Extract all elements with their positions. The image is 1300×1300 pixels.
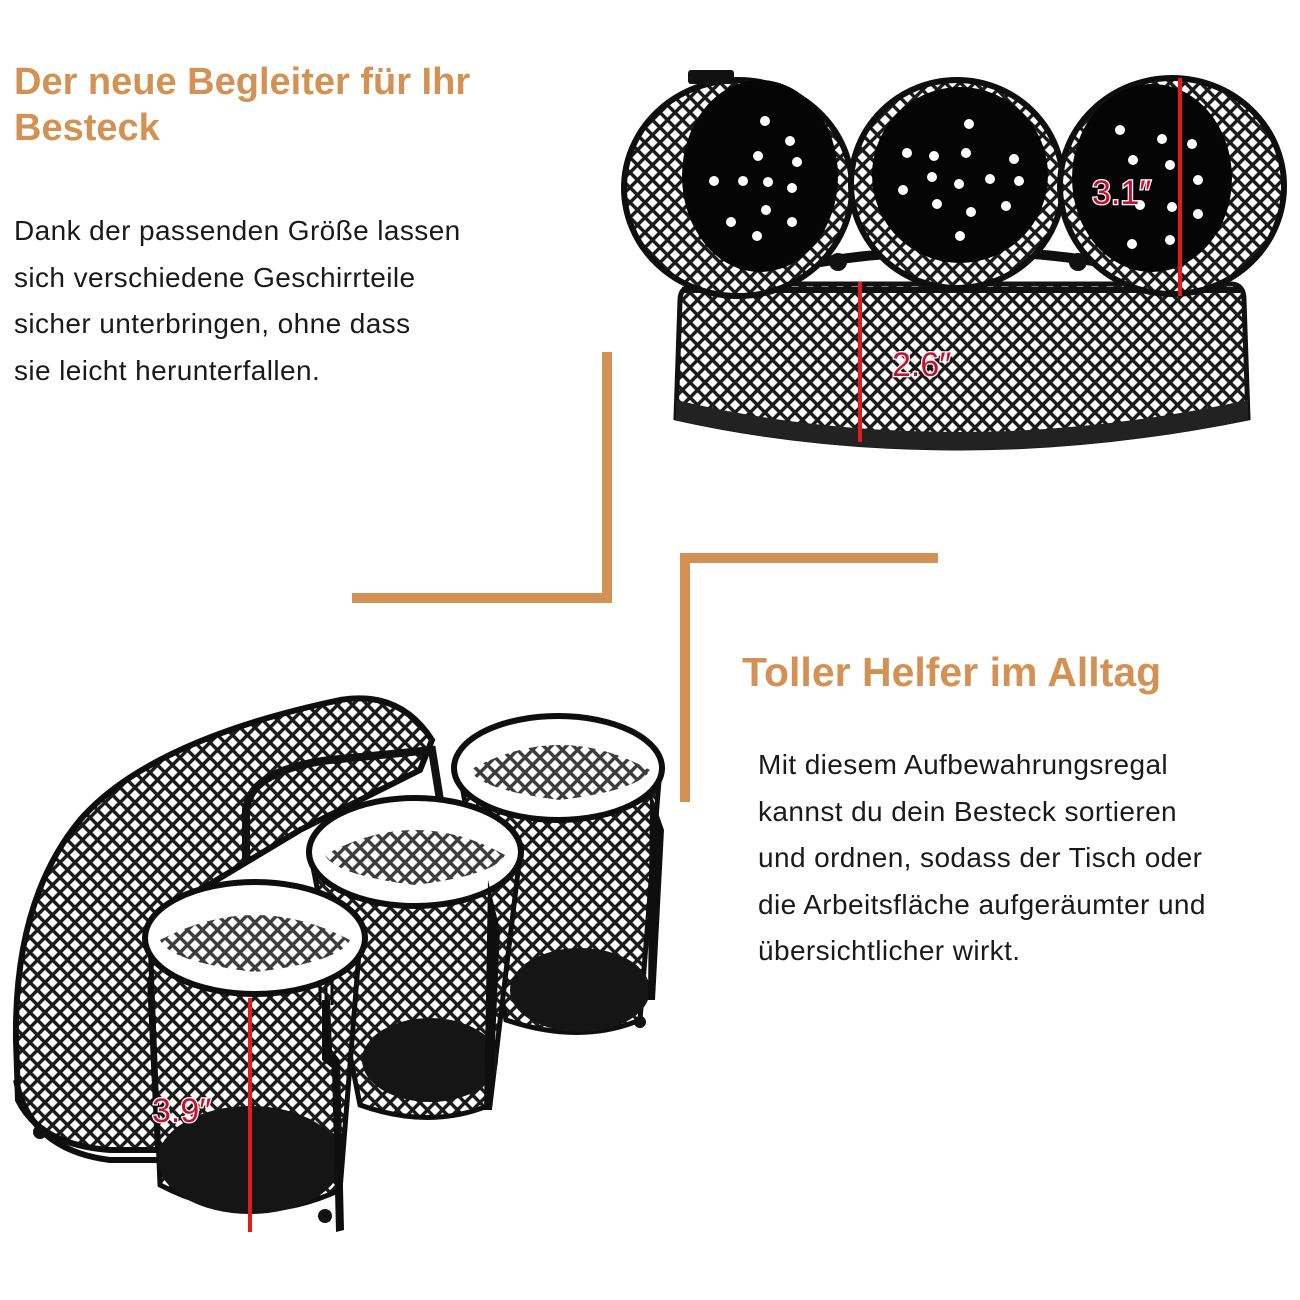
bottom-cup-front [142, 879, 368, 1232]
top-cup-middle [848, 77, 1066, 291]
paragraph-bottom: Mit diesem Aufbewahrungsregal kannst du … [758, 749, 1206, 966]
top-cup-right [1057, 75, 1287, 297]
top-cup-left [621, 77, 855, 299]
heading-bottom: Toller Helfer im Alltag [742, 649, 1162, 695]
label-cup-height: 3.9″ [152, 1092, 211, 1130]
corner-bracket-lower [680, 553, 938, 802]
heading-top: Der neue Begleiter für Ihr Besteck [14, 61, 471, 149]
top-view-photo: 3.1″ 2.6″ [621, 70, 1287, 451]
perspective-view-photo: 3.9″ [12, 695, 665, 1232]
bottom-cup-middle [306, 795, 524, 1120]
label-basket-height: 2.6″ [892, 346, 951, 384]
paragraph-top: Dank der passenden Größe lassen sich ver… [14, 215, 461, 386]
label-cup-diameter: 3.1″ [1092, 174, 1151, 212]
corner-bracket-upper [352, 352, 612, 603]
